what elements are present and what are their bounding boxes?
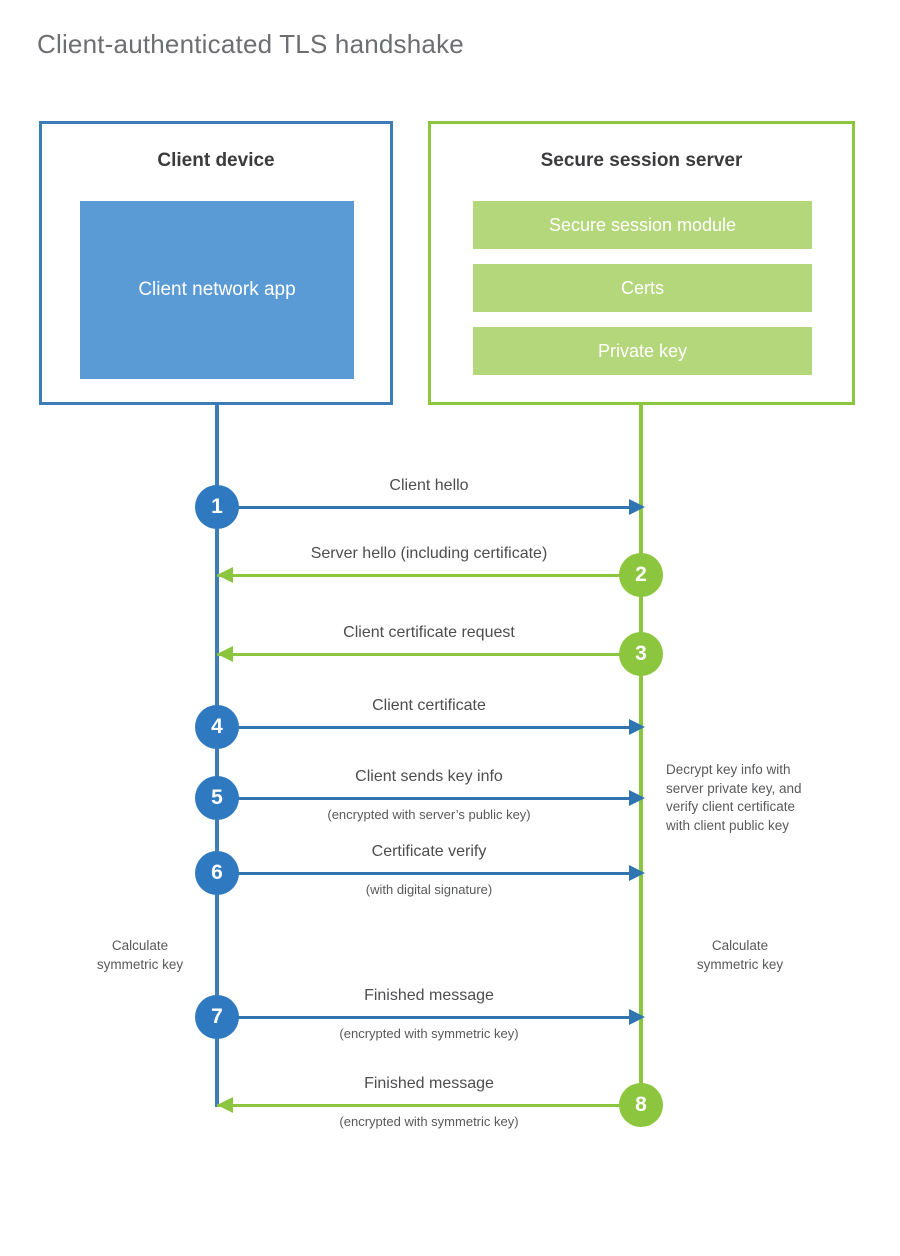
annotation-server-decrypt-line-4: with client public key bbox=[666, 817, 790, 833]
step-badge-4[interactable]: 4 bbox=[195, 705, 239, 749]
message-line-4 bbox=[217, 726, 641, 729]
annotation-server-symmetric-key: Calculate symmetric key bbox=[660, 937, 820, 974]
annotation-server-decrypt-line-2: server private key, and bbox=[666, 780, 802, 796]
message-arrowhead-1 bbox=[629, 499, 645, 515]
server-module-private-key: Private key bbox=[473, 327, 812, 375]
annotation-client-symmetric-key: Calculate symmetric key bbox=[60, 937, 220, 974]
server-module-secure-session-module: Secure session module bbox=[473, 201, 812, 249]
client-network-app-block: Client network app bbox=[80, 201, 354, 379]
message-label-7: Finished message bbox=[364, 987, 494, 1004]
annotation-server-decrypt-line-1: Decrypt key info with bbox=[666, 762, 791, 777]
message-arrowhead-6 bbox=[629, 865, 645, 881]
message-line-7 bbox=[217, 1016, 641, 1019]
annotation-server-decrypt: Decrypt key info with server private key… bbox=[666, 761, 851, 836]
step-badge-6[interactable]: 6 bbox=[195, 851, 239, 895]
message-arrowhead-8 bbox=[217, 1097, 233, 1113]
message-arrowhead-3 bbox=[217, 646, 233, 662]
message-label-5: Client sends key info bbox=[355, 768, 503, 785]
page-title: Client-authenticated TLS handshake bbox=[37, 29, 464, 59]
step-badge-8[interactable]: 8 bbox=[619, 1083, 663, 1127]
secure-session-server-title: Secure session server bbox=[540, 150, 743, 171]
message-sublabel-5: (encrypted with server’s public key) bbox=[327, 807, 531, 822]
annotation-client-symmetric-key-line-2: symmetric key bbox=[96, 956, 184, 972]
step-badge-1[interactable]: 1 bbox=[195, 485, 239, 529]
step-badge-7[interactable]: 7 bbox=[195, 995, 239, 1039]
message-label-2: Server hello (including certificate) bbox=[310, 545, 548, 562]
step-badge-5[interactable]: 5 bbox=[195, 776, 239, 820]
message-arrowhead-5 bbox=[629, 790, 645, 806]
step-badge-2[interactable]: 2 bbox=[619, 553, 663, 597]
client-device-box: Client device Client network app bbox=[39, 121, 393, 405]
message-arrowhead-4 bbox=[629, 719, 645, 735]
client-device-title: Client device bbox=[157, 150, 275, 171]
message-label-6: Certificate verify bbox=[371, 843, 487, 860]
message-sublabel-7: (encrypted with symmetric key) bbox=[339, 1026, 519, 1041]
annotation-server-decrypt-line-3: verify client certificate bbox=[666, 799, 796, 815]
message-sublabel-6: (with digital signature) bbox=[365, 882, 493, 897]
annotation-client-symmetric-key-line-1: Calculate bbox=[111, 938, 169, 953]
message-sublabel-8: (encrypted with symmetric key) bbox=[339, 1114, 519, 1129]
client-lifeline bbox=[215, 405, 219, 1107]
message-line-8 bbox=[217, 1104, 641, 1107]
message-line-5 bbox=[217, 797, 641, 800]
server-module-certs: Certs bbox=[473, 264, 812, 312]
message-arrowhead-7 bbox=[629, 1009, 645, 1025]
secure-session-server-box: Secure session server Secure session mod… bbox=[428, 121, 855, 405]
server-lifeline bbox=[639, 405, 643, 1107]
message-label-8: Finished message bbox=[364, 1075, 494, 1092]
message-line-6 bbox=[217, 872, 641, 875]
message-label-4: Client certificate bbox=[372, 697, 486, 714]
annotation-server-symmetric-key-line-1: Calculate bbox=[711, 938, 769, 953]
annotation-server-symmetric-key-line-2: symmetric key bbox=[696, 956, 784, 972]
message-label-3: Client certificate request bbox=[343, 624, 515, 641]
message-arrowhead-2 bbox=[217, 567, 233, 583]
message-line-3 bbox=[217, 653, 641, 656]
message-line-1 bbox=[217, 506, 641, 509]
message-label-1: Client hello bbox=[389, 477, 469, 494]
step-badge-3[interactable]: 3 bbox=[619, 632, 663, 676]
message-line-2 bbox=[217, 574, 641, 577]
